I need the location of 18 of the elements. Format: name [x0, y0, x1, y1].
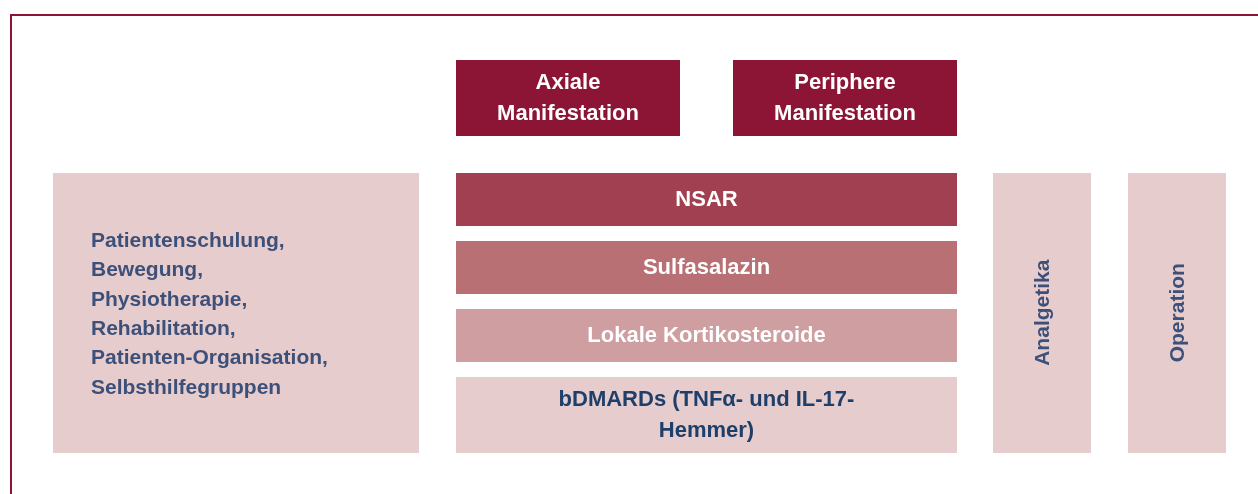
therapy-bar: [456, 241, 957, 294]
node-label: bDMARDs (TNFα- und IL-17-Hemmer): [557, 385, 856, 444]
therapy-bar: [456, 173, 957, 226]
measures-panel: [53, 173, 419, 453]
therapy-bar: [456, 377, 957, 453]
therapy-bar: [456, 309, 957, 362]
node-label: Analgetika: [1029, 259, 1055, 367]
node-label: Axiale Manifestation: [496, 68, 640, 127]
node-label: Lokale Kortikosteroide: [587, 321, 826, 350]
manifestation-header: [456, 60, 680, 136]
node-label: Sulfasalazin: [642, 253, 771, 282]
therapy-column: [993, 173, 1091, 453]
therapy-column: [1128, 173, 1226, 453]
manifestation-header: [733, 60, 957, 136]
node-label: Patientenschulung, Bewegung, Physiotherapie, Rehabilitation, Patienten-Organisation, Selbsthilfegruppen: [91, 226, 329, 400]
node-label: Periphere Manifestation: [773, 68, 917, 127]
node-label: NSAR: [675, 185, 738, 214]
node-label: Operation: [1164, 263, 1190, 363]
